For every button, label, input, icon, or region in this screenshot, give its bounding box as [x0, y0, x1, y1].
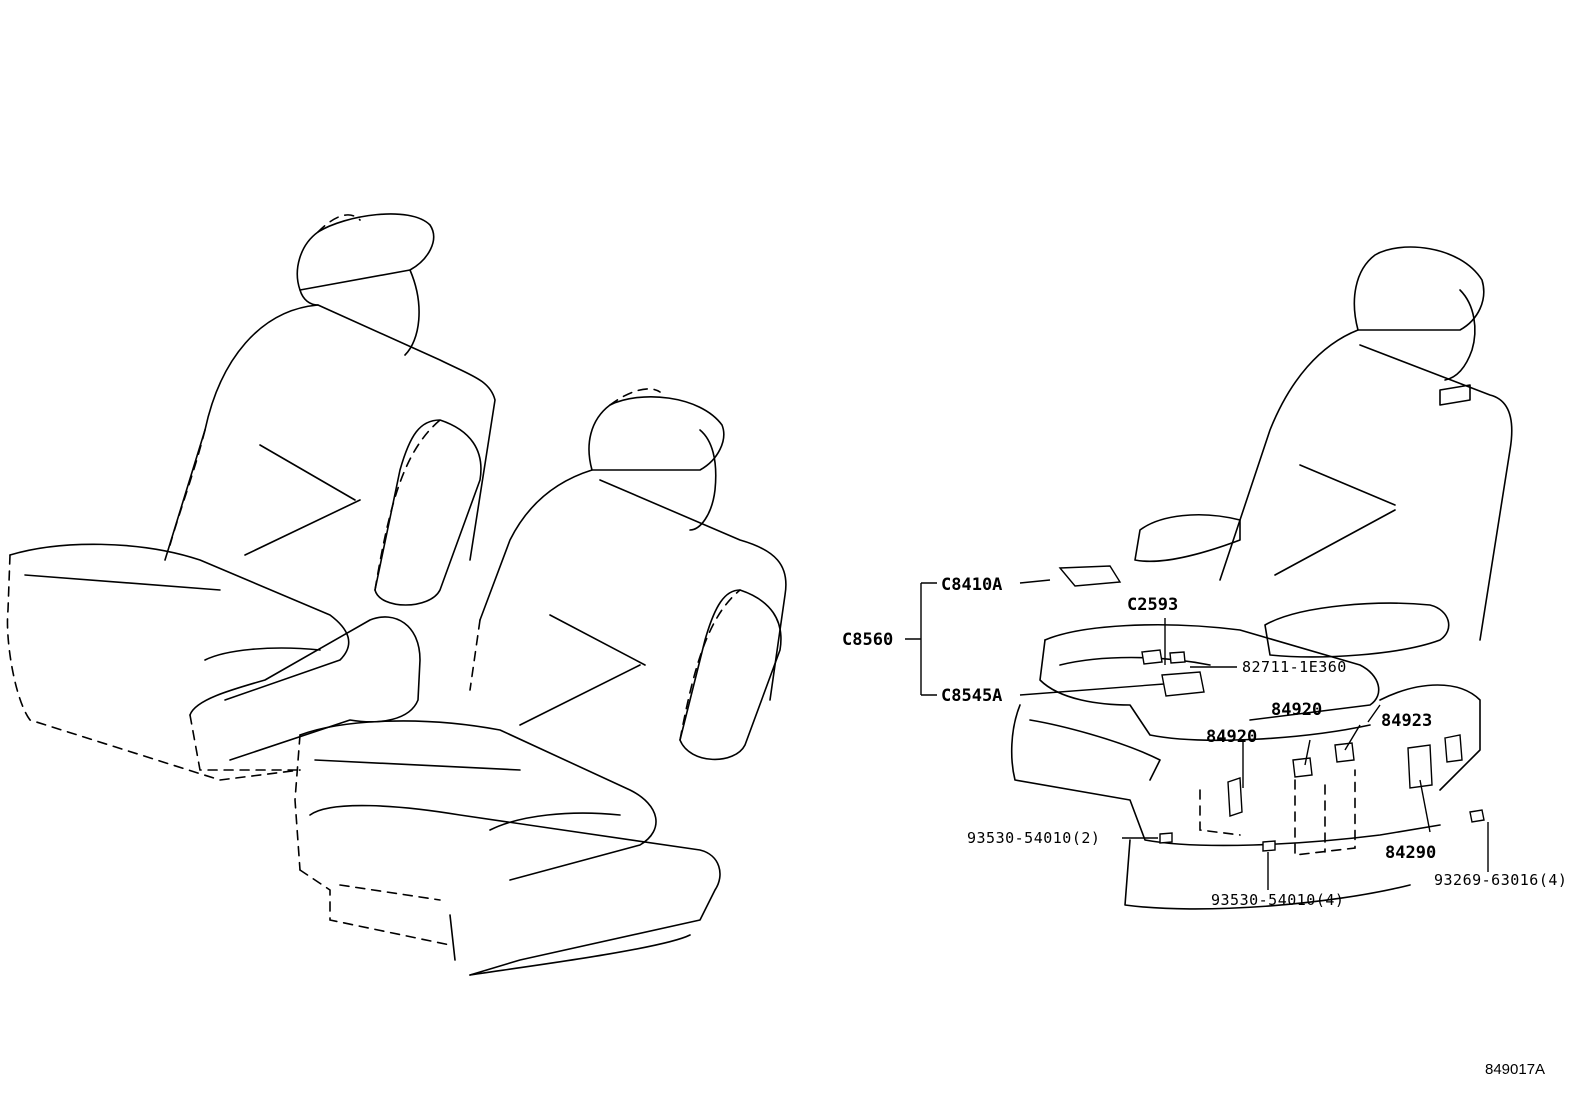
diagram-reference-number: 849017A: [1485, 1061, 1545, 1078]
label-84920-lower: 84920: [1206, 727, 1257, 747]
middle-front-seat: [294, 388, 787, 976]
part-labels: C8410A C8560 C8545A C2593 82711-1E360 84…: [842, 575, 1567, 909]
label-93530-54010-4: 93530-54010(4): [1211, 891, 1344, 909]
label-c2593: C2593: [1127, 595, 1178, 615]
label-c8560: C8560: [842, 630, 893, 650]
left-rear-seat: [6, 213, 496, 781]
right-seat-with-parts: [1010, 246, 1513, 910]
label-84290: 84290: [1385, 843, 1436, 863]
label-84920-upper: 84920: [1271, 700, 1322, 720]
label-84923: 84923: [1381, 711, 1432, 731]
leader-lines: [905, 579, 1489, 890]
label-c8410a: C8410A: [941, 575, 1002, 595]
label-82711-1e360: 82711-1E360: [1242, 658, 1347, 676]
label-93269-63016-4: 93269-63016(4): [1434, 871, 1567, 889]
label-c8545a: C8545A: [941, 686, 1002, 706]
label-93530-54010-2: 93530-54010(2): [967, 829, 1100, 847]
